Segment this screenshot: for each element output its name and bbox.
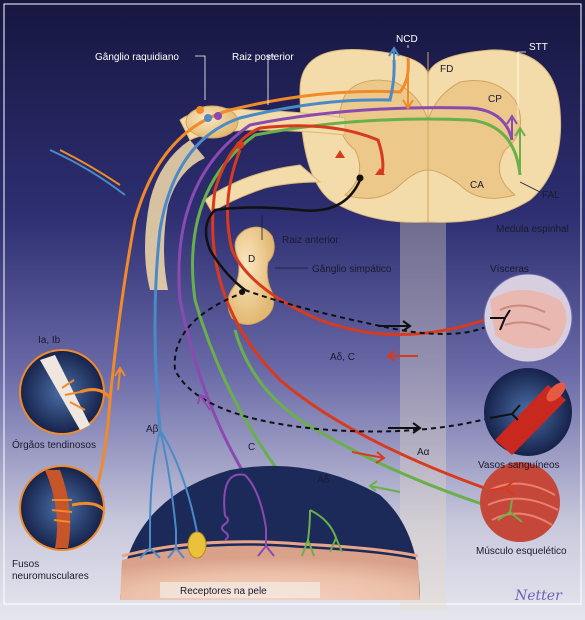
blood-vessel-inset [484,368,572,456]
label-fusos-2: neuromusculares [12,571,89,582]
muscle-spindle-inset [20,466,104,550]
label-visceras: Vísceras [490,264,529,275]
label-fusos-1: Fusos [12,559,39,570]
ganglion-cell-purple [214,112,222,120]
ganglion-cell-red [236,141,244,149]
viscera-inset [484,274,572,362]
spinal-cord-section [300,50,561,223]
label-receptores-na-pele: Receptores na pele [180,586,267,597]
ganglion-cell-blue [204,114,212,122]
label-fal: FAL [542,190,560,201]
label-stt: STT [529,42,548,53]
label-musculo-esqueletico: Músculo esquelético [476,546,567,557]
skeletal-muscle-inset [480,462,560,542]
label-abeta: Aβ [146,424,159,435]
label-ia-ib: Ia, Ib [38,335,61,346]
label-ganglio-simpatico: Gânglio simpático [312,264,392,275]
label-vasos-sanguineos: Vasos sanguíneos [478,460,560,471]
label-ca: CA [470,180,484,191]
ganglion-cell-orange [196,106,204,114]
label-aalpha: Aα [417,447,430,458]
label-orgaos-tendinosos: Órgãos tendinosos [12,438,96,451]
label-cp: CP [488,94,502,105]
label-raiz-posterior: Raiz posterior [232,52,294,63]
label-ad-c: Aδ, C [330,352,355,363]
label-ncd: NCD [396,34,418,45]
label-d: D [248,254,255,265]
label-medula-espinhal: Medula espinhal [496,224,569,235]
label-c: C [248,442,255,453]
sympathetic-neuron [239,289,245,295]
label-ganglio-raquidiano: Gânglio raquidiano [95,52,179,63]
pacinian-corpuscle [188,532,206,558]
label-fd: FD [440,64,453,75]
signature: Netter [514,588,563,604]
label-adelta: Aδ [317,475,330,486]
motor-neuron [357,175,364,182]
label-raiz-anterior: Raiz anterior [282,235,339,246]
